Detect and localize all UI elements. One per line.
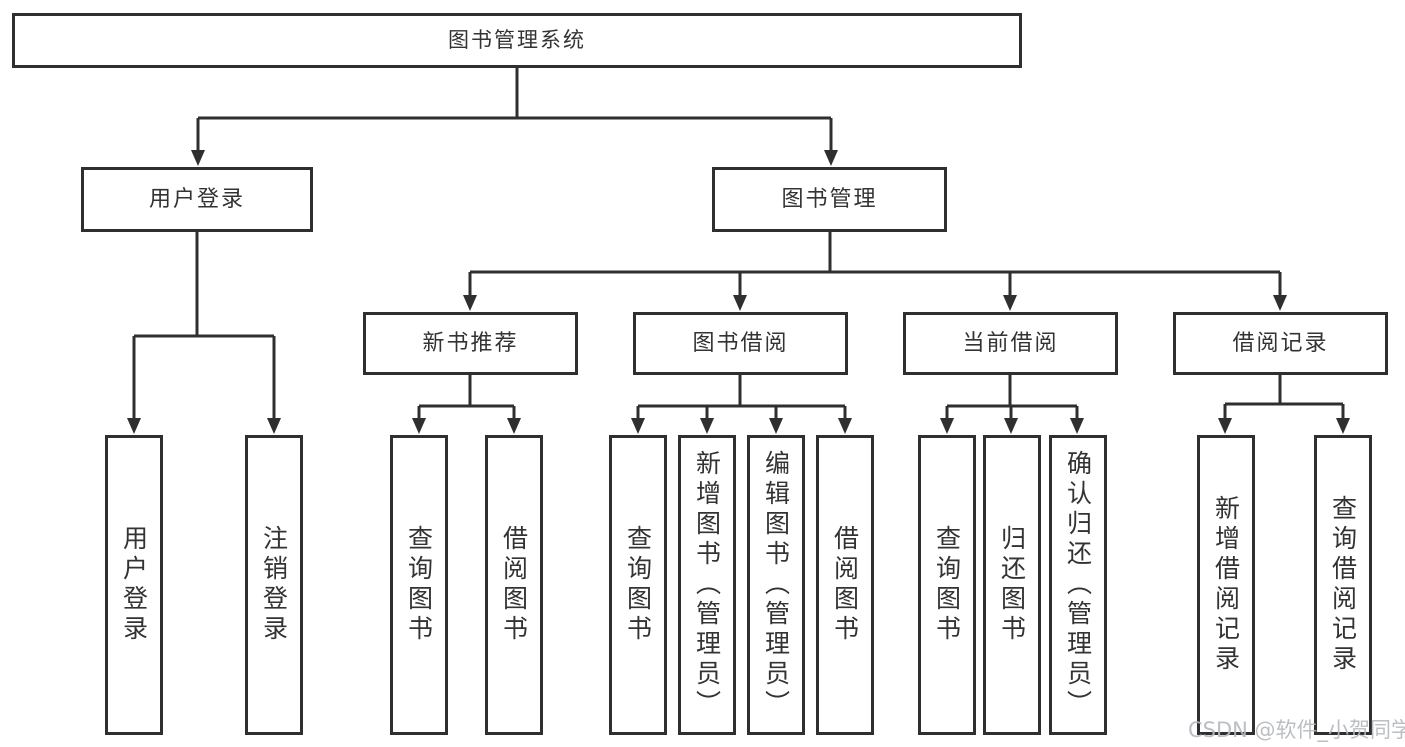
node-book-management: 图书管理 (712, 167, 947, 232)
leaf-query-books-recommend: 查询图书 (390, 435, 448, 735)
leaf-return-books: 归还图书 (983, 435, 1041, 735)
leaf-confirm-return-admin: 确认归还（管理员） (1049, 435, 1107, 735)
node-borrow-records: 借阅记录 (1173, 312, 1388, 375)
leaf-add-books-admin: 新增图书（管理员） (678, 435, 736, 735)
leaf-logout: 注销登录 (245, 435, 303, 735)
arrowheads (127, 150, 1350, 434)
node-current-borrow: 当前借阅 (903, 312, 1118, 375)
leaf-query-books-borrow: 查询图书 (609, 435, 667, 735)
node-user-login: 用户登录 (81, 167, 313, 232)
leaf-query-books-current: 查询图书 (918, 435, 976, 735)
leaf-add-borrow-record: 新增借阅记录 (1197, 435, 1255, 735)
leaf-borrow-books: 借阅图书 (816, 435, 874, 735)
csdn-watermark: CSDN @软件_小贺同学 (1188, 718, 1405, 742)
node-new-book-recommend: 新书推荐 (363, 312, 578, 375)
leaf-borrow-books-recommend: 借阅图书 (485, 435, 543, 735)
leaf-user-login: 用户登录 (105, 435, 163, 735)
leaf-query-borrow-record: 查询借阅记录 (1314, 435, 1372, 735)
node-book-management-system: 图书管理系统 (12, 13, 1022, 68)
node-book-borrow: 图书借阅 (633, 312, 848, 375)
leaf-edit-books-admin: 编辑图书（管理员） (747, 435, 805, 735)
